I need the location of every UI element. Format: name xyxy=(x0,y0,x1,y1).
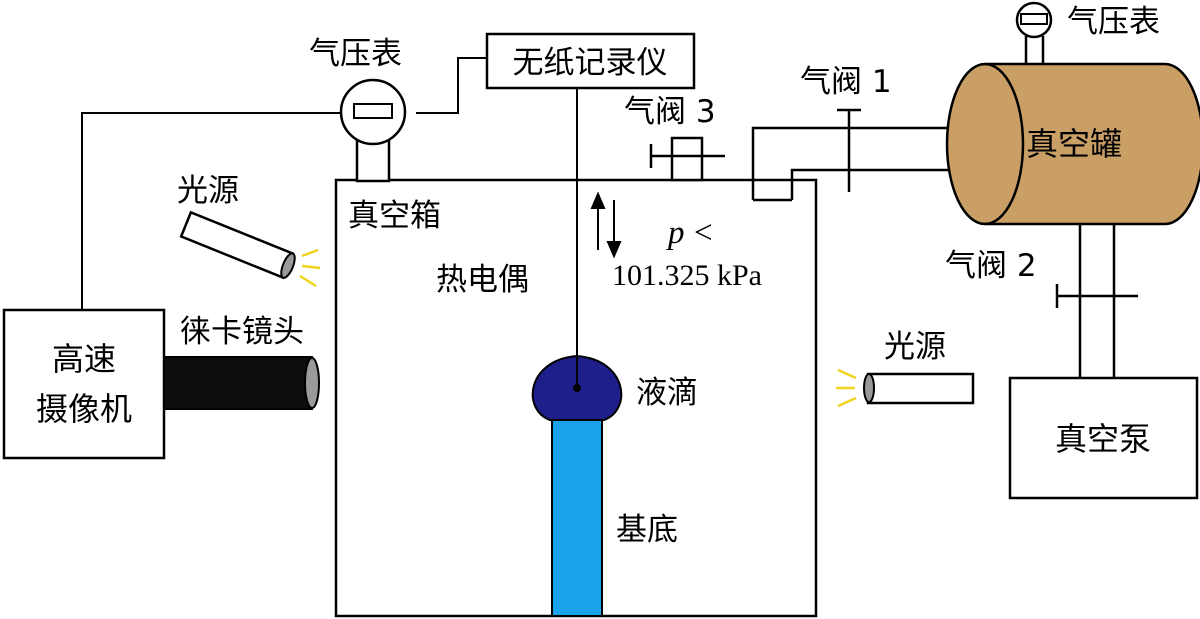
thermocouple-tip xyxy=(573,384,581,392)
substrate xyxy=(551,417,603,617)
leica-lens-cap xyxy=(304,357,320,409)
valve1-label: 气阀 1 xyxy=(800,64,892,100)
right-light-label: 光源 xyxy=(884,329,946,365)
left-light-label: 光源 xyxy=(177,173,239,209)
recorder-gauge-wire xyxy=(416,57,487,114)
pressure-value: 101.325 kPa xyxy=(612,259,762,292)
camera-label-line1: 高速 xyxy=(52,340,116,378)
vacuum-pump xyxy=(1008,376,1199,500)
substrate-label: 基底 xyxy=(616,512,678,548)
camera-gauge-wire xyxy=(81,112,341,310)
right-gauge-window xyxy=(1020,13,1048,25)
vacuum-tank-label: 真空罐 xyxy=(1026,125,1122,163)
high-speed-camera xyxy=(2,308,166,460)
vacuum-tank xyxy=(945,62,1200,226)
valve2-label: 气阀 2 xyxy=(945,248,1037,284)
box-tank-pipe xyxy=(751,126,960,200)
pressure-p-symbol: p xyxy=(666,215,685,251)
droplet-label: 液滴 xyxy=(636,375,698,411)
camera-label-line2: 摄像机 xyxy=(36,390,132,428)
left-gauge-stem xyxy=(355,137,391,183)
pressure-operator: < xyxy=(694,215,713,251)
right-light-rays xyxy=(836,368,857,408)
right-light-lens xyxy=(863,373,875,403)
valve3-label: 气阀 3 xyxy=(624,94,716,130)
paperless-recorder-label: 无纸记录仪 xyxy=(513,45,668,81)
leica-lens-icon xyxy=(163,356,313,410)
left-gauge-window xyxy=(353,103,393,119)
pressure-arrows-icon xyxy=(590,191,622,259)
left-light-source-icon xyxy=(179,210,296,280)
thermocouple-label: 热电偶 xyxy=(436,262,529,298)
vacuum-box-label: 真空箱 xyxy=(348,198,441,234)
left-light-rays xyxy=(299,248,321,288)
vacuum-tank-front-rim xyxy=(984,62,1025,226)
paperless-recorder xyxy=(485,32,696,90)
vacuum-pump-label: 真空泵 xyxy=(1055,420,1151,458)
leica-lens-label: 徕卡镜头 xyxy=(180,314,304,350)
valve3-body xyxy=(670,136,704,182)
left-gauge-label: 气压表 xyxy=(309,36,402,72)
right-gauge-label: 气压表 xyxy=(1067,4,1160,40)
right-light-source-icon xyxy=(866,372,975,405)
